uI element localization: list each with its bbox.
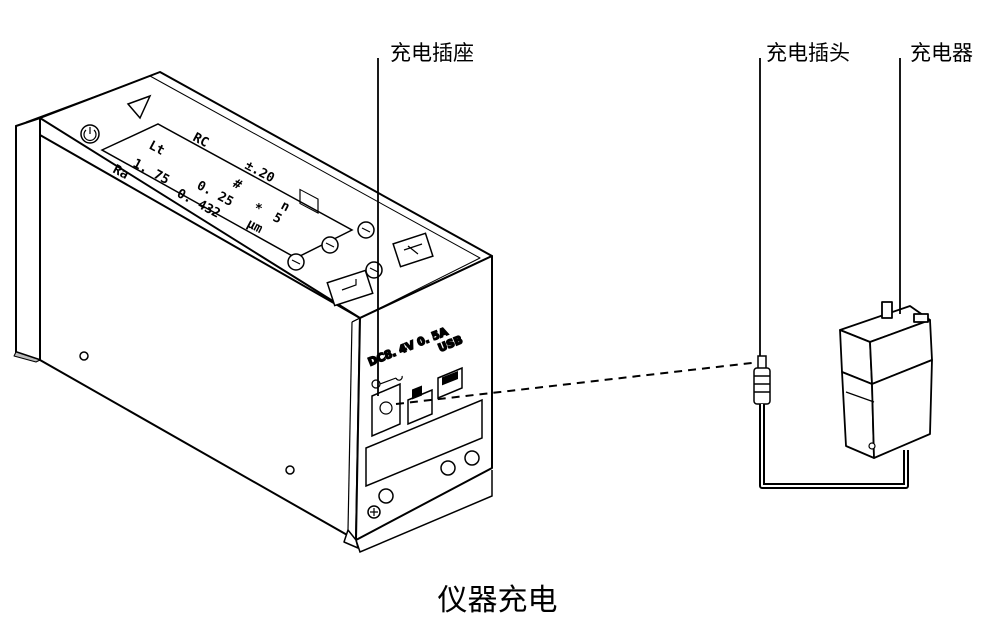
instrument-left-rail [15,117,41,361]
polarity-icon [371,375,403,389]
display-line1: RC [190,130,211,151]
box-glyph-icon [299,188,319,215]
return-key-icon [326,269,374,307]
figure-caption: 仪器充电 [437,583,558,618]
charger [839,301,933,459]
leader-lines [377,58,901,396]
charging-plug [753,355,771,405]
display-line6: μm [244,216,265,237]
panel-screw-icon [378,488,394,504]
top-panel [80,94,354,259]
label-charger: 充电器 [910,41,973,65]
star-glyph-icon: * [255,202,263,217]
display-line2a: Lt [146,138,167,159]
instrument [13,71,493,549]
side-screw-icon [79,351,89,361]
label-charging-socket: 充电插座 [390,41,474,65]
label-charging-plug: 充电插头 [766,41,850,65]
keypad [287,221,434,307]
connection-dashed-line [395,361,761,405]
display-line4a: Ra [110,162,131,183]
panel-screw-icon [440,460,456,476]
panel-screw-icon [464,450,480,466]
side-screw-icon [285,465,295,475]
display-screen [100,123,354,259]
triangle-icon [126,94,152,120]
